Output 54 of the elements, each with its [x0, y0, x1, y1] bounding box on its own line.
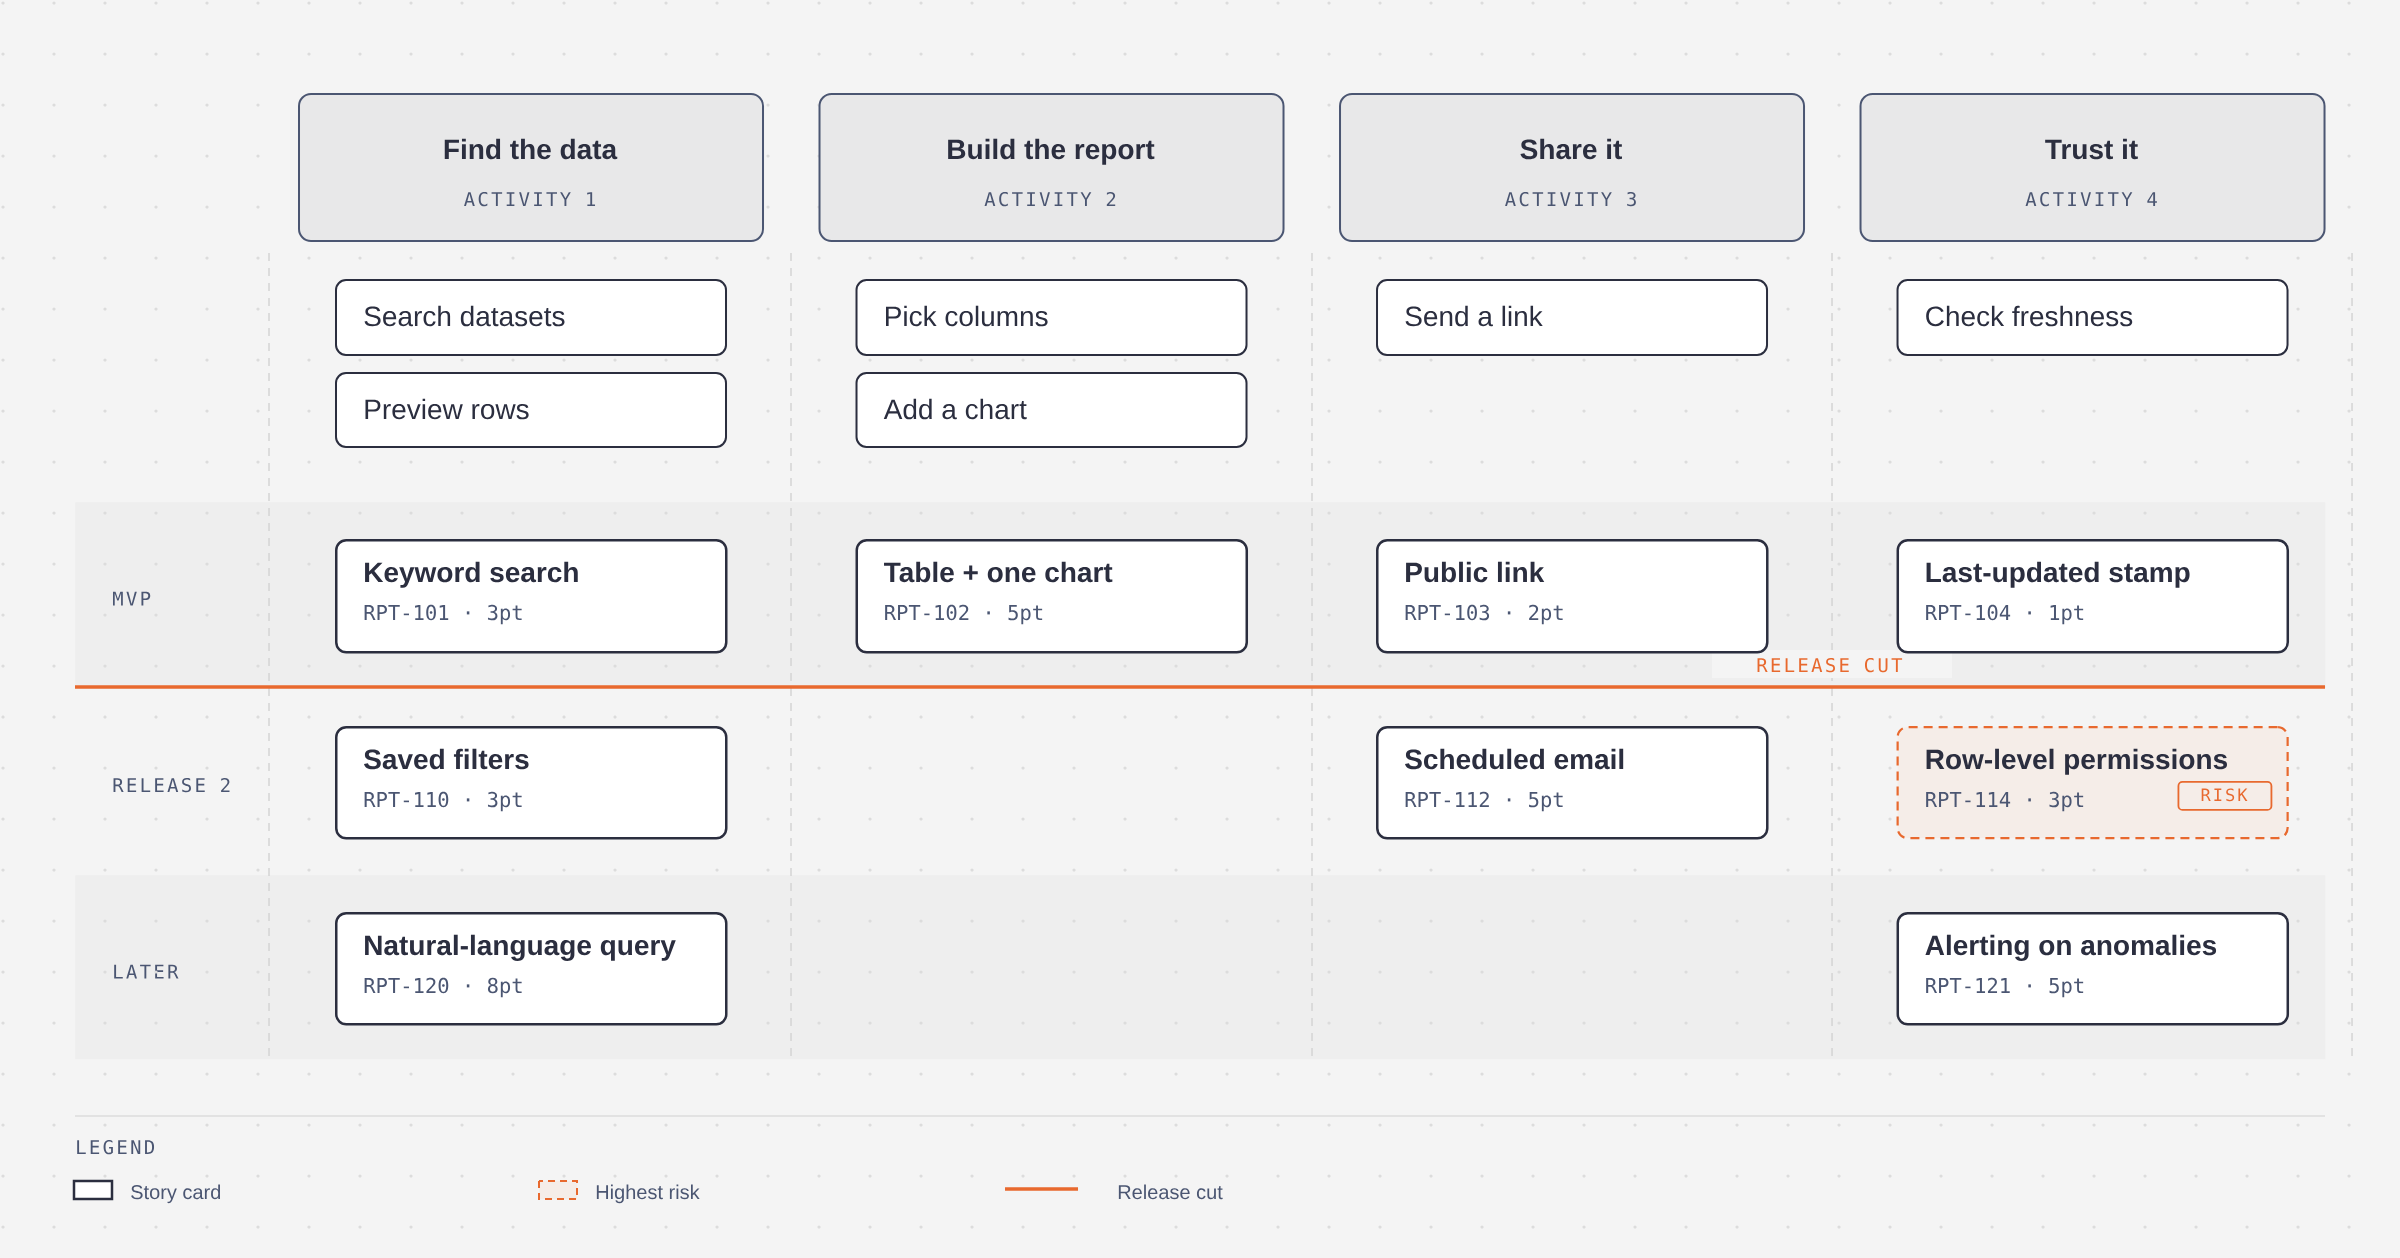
story-card — [1376, 726, 1769, 840]
story-id: RPT-120 · 8pt — [364, 977, 522, 998]
story-id: RPT-104 · 1pt — [1926, 604, 2084, 625]
story-id: RPT-101 · 3pt — [364, 604, 522, 625]
activity-number: ACTIVITY 4 — [2025, 191, 2157, 207]
task-card: Check freshness — [1896, 279, 2289, 356]
activity-header — [298, 93, 764, 242]
story-card — [1896, 539, 2290, 654]
story-title: Natural-language query — [365, 934, 676, 961]
story-id: RPT-112 · 5pt — [1405, 791, 1563, 812]
story-title: Keyword search — [365, 561, 578, 588]
activity-header — [818, 93, 1285, 242]
story-id: RPT-114 · 3pt — [1926, 791, 2084, 812]
task-card: Search datasets — [335, 279, 727, 356]
activity-header — [1859, 93, 2326, 242]
row-label: RELEASE 2 — [113, 777, 230, 793]
story-card — [335, 539, 728, 654]
activity-title: Find the data — [444, 138, 618, 160]
story-title: Row-level permissions — [1926, 748, 2227, 775]
story-id: RPT-121 · 5pt — [1926, 977, 2084, 998]
activity-title: Trust it — [2045, 138, 2138, 160]
story-id: RPT-110 · 3pt — [364, 791, 522, 812]
legend-heading: LEGEND — [77, 1139, 155, 1155]
story-title: Saved filters — [364, 748, 529, 770]
legend-text: Highest risk — [596, 1184, 700, 1204]
story-card — [335, 726, 728, 840]
story-title: Scheduled email — [1405, 748, 1624, 770]
activity-number: ACTIVITY 1 — [464, 191, 595, 207]
story-card — [335, 912, 728, 1026]
risk-card — [1896, 726, 2289, 840]
release-cut-label: RELEASE CUT — [1757, 657, 1903, 673]
activity-header — [1339, 93, 1806, 242]
row-label: MVP — [113, 591, 151, 606]
story-title: Last-updated stamp — [1926, 561, 2190, 588]
task-card: Preview rows — [335, 372, 727, 448]
story-card — [1376, 539, 1769, 654]
story-title: Public link — [1406, 561, 1545, 583]
task-card: Send a link — [1376, 279, 1769, 356]
activity-number: ACTIVITY 2 — [984, 191, 1116, 207]
story-card — [1896, 912, 2290, 1026]
activity-title: Build the report — [948, 138, 1155, 165]
legend-text: Story card — [131, 1184, 221, 1204]
story-title: Alerting on anomalies — [1925, 934, 2217, 961]
story-card — [855, 539, 1248, 654]
legend-text: Release cut — [1118, 1184, 1223, 1200]
story-id: RPT-102 · 5pt — [885, 604, 1043, 625]
task-card: Pick columns — [855, 279, 1248, 356]
row-label: LATER — [114, 964, 179, 979]
activity-number: ACTIVITY 3 — [1505, 191, 1636, 207]
story-title: Table + one chart — [884, 561, 1113, 583]
task-card: Add a chart — [855, 372, 1248, 448]
story-id: RPT-103 · 2pt — [1405, 604, 1563, 625]
activity-title: Share it — [1520, 138, 1622, 160]
risk-tag: RISK — [2177, 781, 2273, 811]
